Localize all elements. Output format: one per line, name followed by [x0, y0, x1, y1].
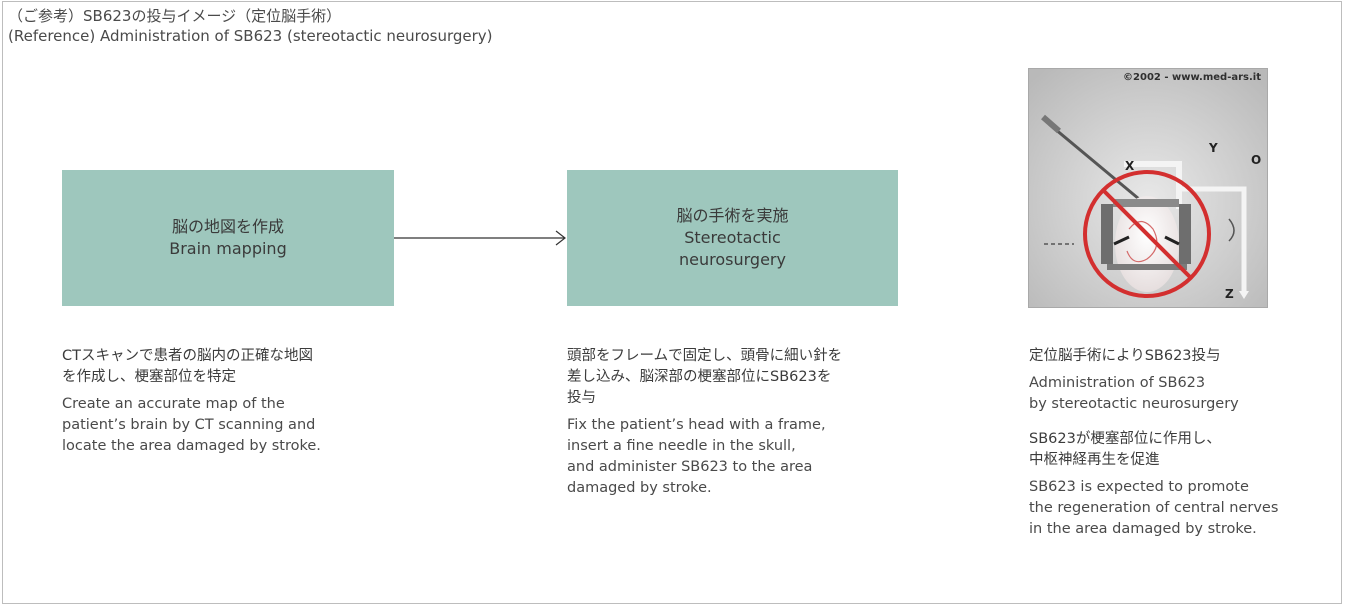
step-description-brain-mapping: CTスキャンで患者の脳内の正確な地図 を作成し、梗塞部位を特定 Create a… — [62, 346, 402, 457]
description-en: Create an accurate map of the patient’s … — [62, 394, 402, 457]
description-ja-line: 頭部をフレームで固定し、頭骨に細い針を — [567, 348, 843, 364]
result-en-line: by stereotactic neurosurgery — [1029, 396, 1239, 412]
result-block2-en: SB623 is expected to promote the regener… — [1029, 477, 1329, 540]
step-box-label-en-line: neurosurgery — [679, 250, 786, 269]
result-block2: SB623が梗塞部位に作用し、 中枢神経再生を促進 SB623 is expec… — [1029, 429, 1329, 540]
description-en-line: locate the area damaged by stroke. — [62, 438, 321, 454]
step-box-label-en: Brain mapping — [169, 239, 287, 258]
axis-label-y: Y — [1209, 141, 1218, 155]
description-en-line: damaged by stroke. — [567, 480, 712, 496]
result-ja-line: 中枢神経再生を促進 — [1029, 452, 1160, 468]
copyright-text: ©2002 - www.med-ars.it — [1123, 72, 1261, 83]
result-block1-en: Administration of SB623 by stereotactic … — [1029, 373, 1329, 415]
title-japanese: （ご参考）SB623の投与イメージ（定位脳手術） — [8, 7, 342, 25]
description-en-line: insert a fine needle in the skull, — [567, 438, 796, 454]
description-en-line: and administer SB623 to the area — [567, 459, 813, 475]
axis-label-o: O — [1251, 153, 1262, 167]
step-box-label-en-line: Stereotactic — [684, 228, 781, 247]
description-en-line: Fix the patient’s head with a frame, — [567, 417, 826, 433]
result-en-line: SB623 is expected to promote — [1029, 479, 1249, 495]
axis-label-x: X — [1125, 159, 1135, 173]
result-ja-line: SB623が梗塞部位に作用し、 — [1029, 431, 1221, 447]
description-ja-line: を作成し、梗塞部位を特定 — [62, 369, 236, 385]
result-description: 定位脳手術によりSB623投与 Administration of SB623 … — [1029, 346, 1329, 540]
step-box-label-ja: 脳の地図を作成 — [171, 217, 284, 236]
description-ja-line: 差し込み、脳深部の梗塞部位にSB623を — [567, 369, 832, 385]
result-en-line: the regeneration of central nerves — [1029, 500, 1279, 516]
result-en-line: Administration of SB623 — [1029, 375, 1206, 391]
description-ja: CTスキャンで患者の脳内の正確な地図 を作成し、梗塞部位を特定 — [62, 346, 402, 388]
title-english: (Reference) Administration of SB623 (ste… — [8, 27, 493, 45]
flow-arrow-icon — [394, 230, 566, 246]
step-box-stereotactic-neurosurgery: 脳の手術を実施 Stereotactic neurosurgery — [567, 170, 898, 306]
stereotactic-frame-illustration: ©2002 - www.med-ars.it X Y O Z — [1028, 68, 1268, 308]
result-en-line: in the area damaged by stroke. — [1029, 521, 1257, 537]
step-description-neurosurgery: 頭部をフレームで固定し、頭骨に細い針を 差し込み、脳深部の梗塞部位にSB623を… — [567, 346, 927, 499]
description-ja: 頭部をフレームで固定し、頭骨に細い針を 差し込み、脳深部の梗塞部位にSB623を… — [567, 346, 927, 409]
description-en: Fix the patient’s head with a frame, ins… — [567, 415, 927, 499]
step-box-label-ja: 脳の手術を実施 — [676, 206, 789, 225]
result-block1-ja: 定位脳手術によりSB623投与 — [1029, 348, 1221, 364]
description-ja-line: CTスキャンで患者の脳内の正確な地図 — [62, 348, 313, 364]
surgery-illustration-svg — [1029, 69, 1267, 307]
description-ja-line: 投与 — [567, 390, 596, 406]
axis-label-z: Z — [1225, 287, 1234, 301]
description-en-line: patient’s brain by CT scanning and — [62, 417, 316, 433]
step-box-brain-mapping: 脳の地図を作成 Brain mapping — [62, 170, 394, 306]
result-block2-ja: SB623が梗塞部位に作用し、 中枢神経再生を促進 — [1029, 429, 1329, 471]
description-en-line: Create an accurate map of the — [62, 396, 285, 412]
